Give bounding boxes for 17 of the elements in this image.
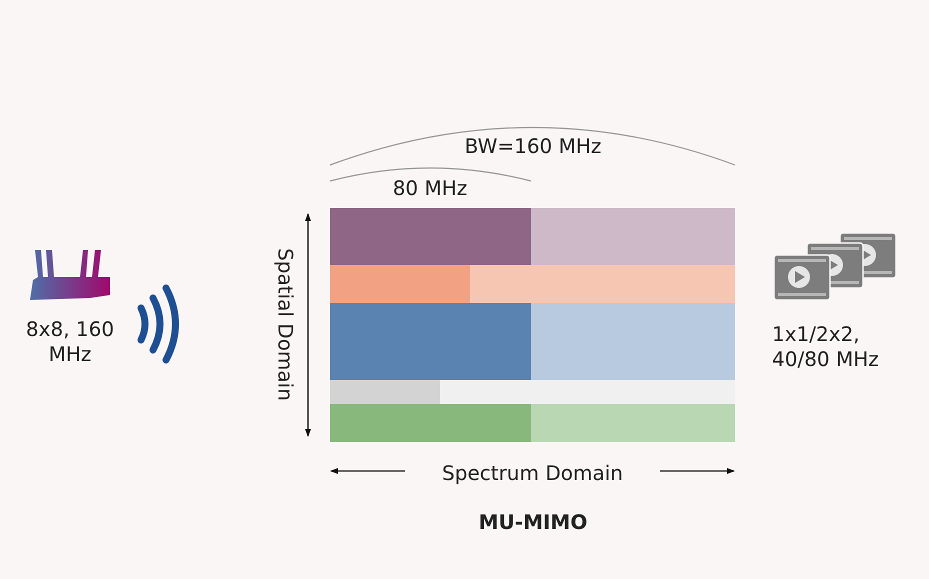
axis-label: Spectrum Domain — [441, 461, 624, 486]
spectrum-block — [330, 265, 470, 303]
spectrum-block — [470, 265, 735, 303]
bandwidth-label: 80 MHz — [392, 176, 468, 201]
spectrum-block — [330, 404, 531, 442]
spectrum-block — [531, 208, 735, 265]
spectrum-block — [330, 303, 531, 380]
spectrum-block — [531, 404, 735, 442]
device-spec: 8x8, 160 MHz — [24, 317, 116, 367]
diagram-caption: MU-MIMO — [478, 510, 588, 535]
bandwidth-label: BW=160 MHz — [464, 134, 602, 159]
device-spec: 1x1/2x2, 40/80 MHz — [772, 322, 880, 372]
spectrum-block — [440, 380, 735, 404]
spectrum-block — [330, 208, 531, 265]
axis-label: Spatial Domain — [272, 247, 298, 403]
spectrum-block — [330, 380, 440, 404]
spectrum-block — [531, 303, 735, 380]
